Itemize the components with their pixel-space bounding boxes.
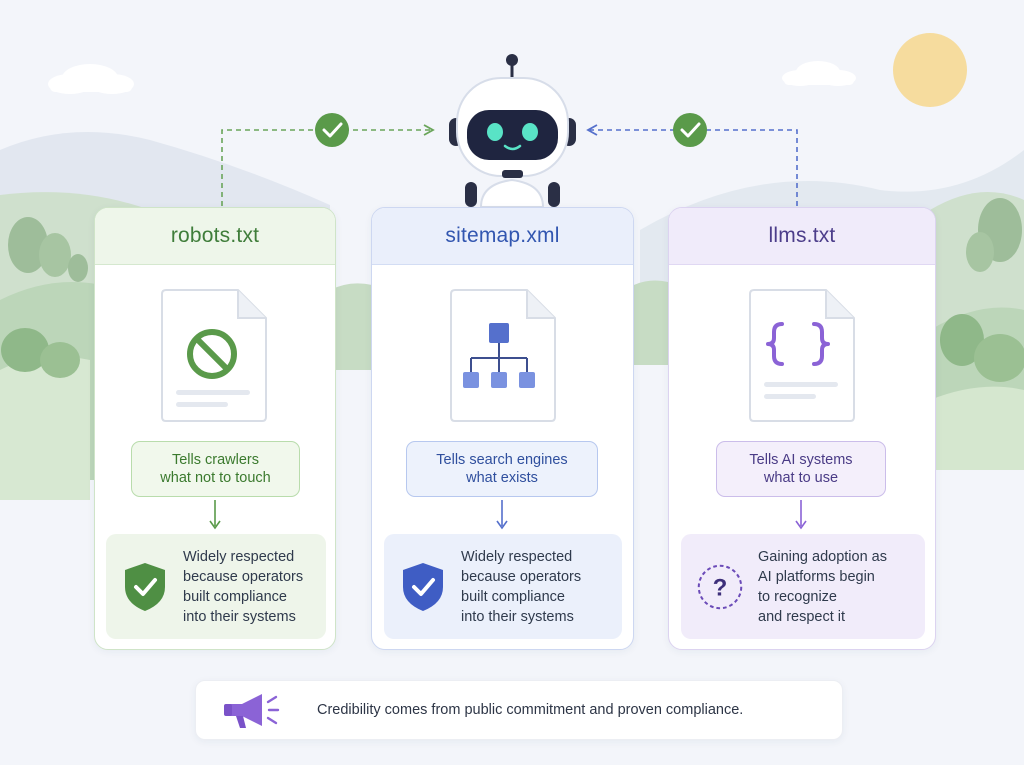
card-robots-txt: robots.txt Tells crawlers what not to to…	[94, 207, 336, 650]
status-box: ? Gaining adoption as AI platforms begin…	[681, 534, 925, 639]
role-label: Tells search engines what exists	[406, 441, 598, 497]
card-title: sitemap.xml	[372, 208, 633, 265]
status-box: Widely respected because operators built…	[106, 534, 326, 639]
status-box: Widely respected because operators built…	[384, 534, 622, 639]
no-entry-icon	[187, 329, 237, 379]
role-label: Tells AI systems what to use	[716, 441, 886, 497]
credibility-banner: Credibility comes from public commitment…	[195, 680, 843, 740]
banner-text: Credibility comes from public commitment…	[317, 702, 744, 718]
arrow-down-icon	[496, 500, 508, 530]
document-icon	[161, 289, 267, 422]
card-sitemap-xml: sitemap.xml Tells search engines what ex…	[371, 207, 634, 650]
sitemap-tree-icon	[463, 323, 535, 388]
document-icon	[749, 289, 855, 422]
role-label: Tells crawlers what not to touch	[131, 441, 300, 497]
svg-text:?: ?	[713, 574, 728, 601]
arrow-down-icon	[795, 500, 807, 530]
card-title: llms.txt	[669, 208, 935, 265]
curly-braces-icon	[766, 322, 830, 366]
megaphone-icon	[224, 694, 280, 728]
arrow-down-icon	[209, 500, 221, 530]
document-icon	[450, 289, 556, 422]
shield-check-icon	[125, 562, 165, 611]
question-circle-icon: ?	[697, 564, 743, 609]
card-title: robots.txt	[95, 208, 335, 265]
shield-check-icon	[403, 562, 443, 611]
card-llms-txt: llms.txt Tells AI systems what to use ? …	[668, 207, 936, 650]
robot-crawler-icon	[449, 54, 576, 207]
